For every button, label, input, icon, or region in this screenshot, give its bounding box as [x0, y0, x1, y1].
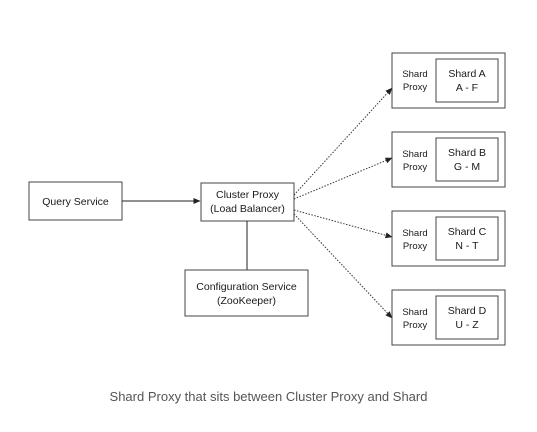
shard-proxy-a-label: Shard — [402, 69, 427, 80]
config-service-label: Configuration Service — [196, 281, 297, 293]
cluster-to-shard-proxy-a-arrow — [293, 87, 393, 196]
cluster-proxy-node: Cluster Proxy (Load Balancer) — [200, 182, 295, 222]
shard-a-name: Shard A — [448, 68, 485, 80]
shard-c-range: N - T — [455, 240, 479, 252]
figure-caption: Shard Proxy that sits between Cluster Pr… — [109, 389, 428, 404]
shard-d — [435, 295, 499, 340]
shard-proxy-b-label: Shard — [402, 149, 427, 160]
config-service-node: Configuration Service (ZooKeeper) — [184, 269, 309, 317]
config-service-sublabel: (ZooKeeper) — [217, 295, 276, 307]
shard-a-range: A - F — [456, 82, 478, 94]
shard-c-name: Shard C — [448, 226, 487, 238]
shard-d-range: U - Z — [455, 319, 479, 331]
shard-group-a: Shard Proxy Shard A A - F — [391, 52, 506, 109]
shard-proxy-a-sublabel: Proxy — [403, 82, 428, 93]
shard-b-range: G - M — [454, 161, 480, 173]
shard-proxy-c-sublabel: Proxy — [403, 241, 428, 252]
architecture-diagram: Query Service Cluster Proxy (Load Balanc… — [28, 52, 506, 346]
shard-d-name: Shard D — [448, 305, 487, 317]
query-service-label: Query Service — [42, 196, 109, 208]
shard-proxy-d-label: Shard — [402, 307, 427, 318]
shard-group-b: Shard Proxy Shard B G - M — [391, 131, 506, 188]
shard-group-d: Shard Proxy Shard D U - Z — [391, 289, 506, 346]
shard-proxy-c-label: Shard — [402, 228, 427, 239]
shard-proxy-d-sublabel: Proxy — [403, 320, 428, 331]
cluster-proxy-sublabel: (Load Balancer) — [210, 203, 285, 215]
shard-c — [435, 216, 499, 261]
shard-proxy-b-sublabel: Proxy — [403, 162, 428, 173]
shard-b — [435, 137, 499, 182]
shard-a — [435, 58, 499, 103]
shard-b-name: Shard B — [448, 147, 486, 159]
query-service-node: Query Service — [28, 181, 123, 221]
cluster-to-shard-proxy-c-arrow — [293, 209, 393, 239]
shard-group-c: Shard Proxy Shard C N - T — [391, 210, 506, 267]
cluster-to-shard-proxy-d-arrow — [293, 213, 393, 319]
cluster-proxy-label: Cluster Proxy — [216, 189, 280, 201]
